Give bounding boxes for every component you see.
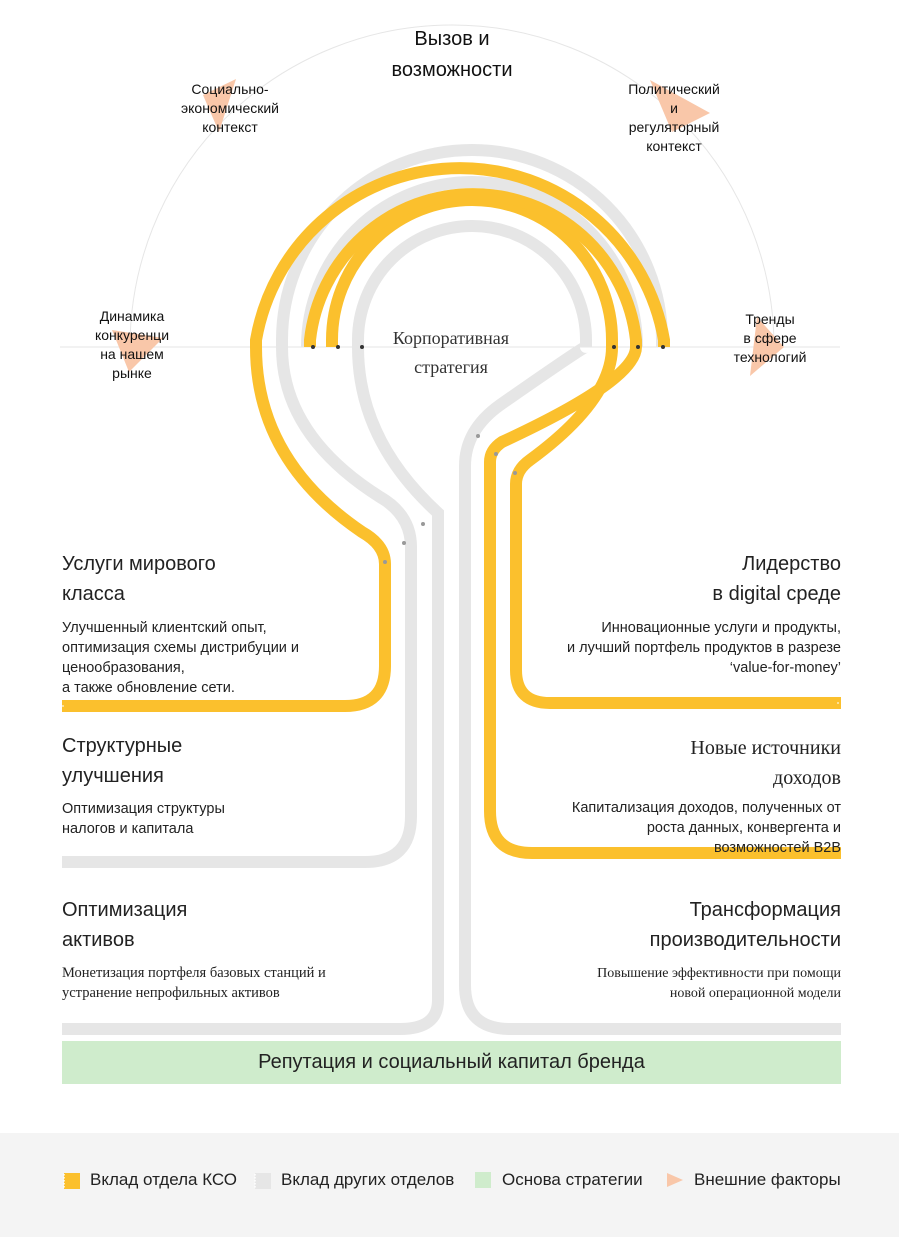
dot	[612, 345, 616, 349]
track-structural	[62, 144, 668, 868]
dot	[311, 345, 315, 349]
foundation-label: Репутация и социальный капитал бренда	[258, 1051, 645, 1073]
foundation-bar: Репутация и социальный капитал бренда	[62, 1041, 841, 1084]
dot	[383, 560, 387, 564]
track-world-class	[62, 162, 670, 712]
square-swatch-icon	[475, 1172, 491, 1188]
dot	[636, 345, 640, 349]
world-class-title: Услуги мирового класса	[62, 553, 216, 605]
dot	[360, 345, 364, 349]
legend-item-external: Внешние факторы	[666, 1170, 841, 1190]
world-class-desc: Улучшенный клиентский опыт, оптимизация …	[62, 620, 300, 696]
arrow-socio-icon	[203, 79, 236, 132]
performance-desc: Повышение эффективности при помощи новой…	[597, 966, 841, 1001]
legend-item-kso: Вклад отдела КСО	[62, 1170, 237, 1190]
ribbon-swatch-icon	[63, 1173, 80, 1189]
revenue-title: Новые источники доходов	[690, 737, 841, 789]
legend-label: Вклад отдела КСО	[90, 1170, 238, 1189]
ribbon-swatch-icon	[254, 1173, 271, 1189]
dot	[513, 471, 517, 475]
digital-desc: Инновационные услуги и продукты, и лучши…	[567, 620, 841, 676]
dot	[476, 434, 480, 438]
arrow-political-icon	[650, 80, 710, 132]
track-performance	[62, 220, 841, 1035]
political-label: Политический и регуляторный контекст	[628, 81, 720, 154]
legend-item-other: Вклад других отделов	[253, 1170, 454, 1190]
competition-label: Динамика конкуренци на нашем рынке	[94, 308, 170, 381]
dot	[494, 452, 498, 456]
assets-title: Оптимизация активов	[62, 899, 188, 951]
digital-title: Лидерство в digital среде	[712, 553, 841, 605]
legend-label: Основа стратегии	[502, 1170, 643, 1189]
challenges-title: Вызов и возможности	[391, 28, 513, 81]
performance-title: Трансформация производительности	[649, 899, 841, 951]
legend-item-foundation: Основа стратегии	[474, 1170, 643, 1190]
structural-title: Структурные улучшения	[62, 735, 183, 787]
guide-lines	[60, 24, 840, 348]
dot	[402, 541, 406, 545]
track-revenue	[304, 188, 841, 859]
legend: Вклад отдела КСО Вклад других отделов Ос…	[0, 1133, 899, 1237]
outer-guide-arc	[129, 24, 775, 348]
tech-label: Тренды в сфере технологий	[733, 311, 807, 365]
dot	[661, 345, 665, 349]
assets-desc: Монетизация портфеля базовых станций и у…	[62, 965, 326, 1001]
socio-economic-label: Социально- экономический контекст	[180, 81, 280, 135]
kso-department-tracks	[62, 162, 841, 859]
dot	[421, 522, 425, 526]
legend-label: Внешние факторы	[694, 1170, 841, 1189]
external-factor-arrows	[112, 79, 784, 376]
revenue-desc: Капитализация доходов, полученных от рос…	[571, 800, 841, 856]
dot	[336, 345, 340, 349]
arrow-competition-icon	[112, 330, 163, 372]
corporate-strategy-label: Корпоративная стратегия	[392, 328, 510, 377]
track-digital	[326, 194, 841, 709]
dashed-ends	[62, 702, 841, 707]
triangle-swatch-icon	[667, 1173, 683, 1187]
legend-label: Вклад других отделов	[281, 1170, 455, 1189]
arrow-tech-icon	[750, 317, 784, 376]
track-dots	[311, 345, 665, 564]
structural-desc: Оптимизация структуры налогов и капитала	[62, 801, 225, 837]
